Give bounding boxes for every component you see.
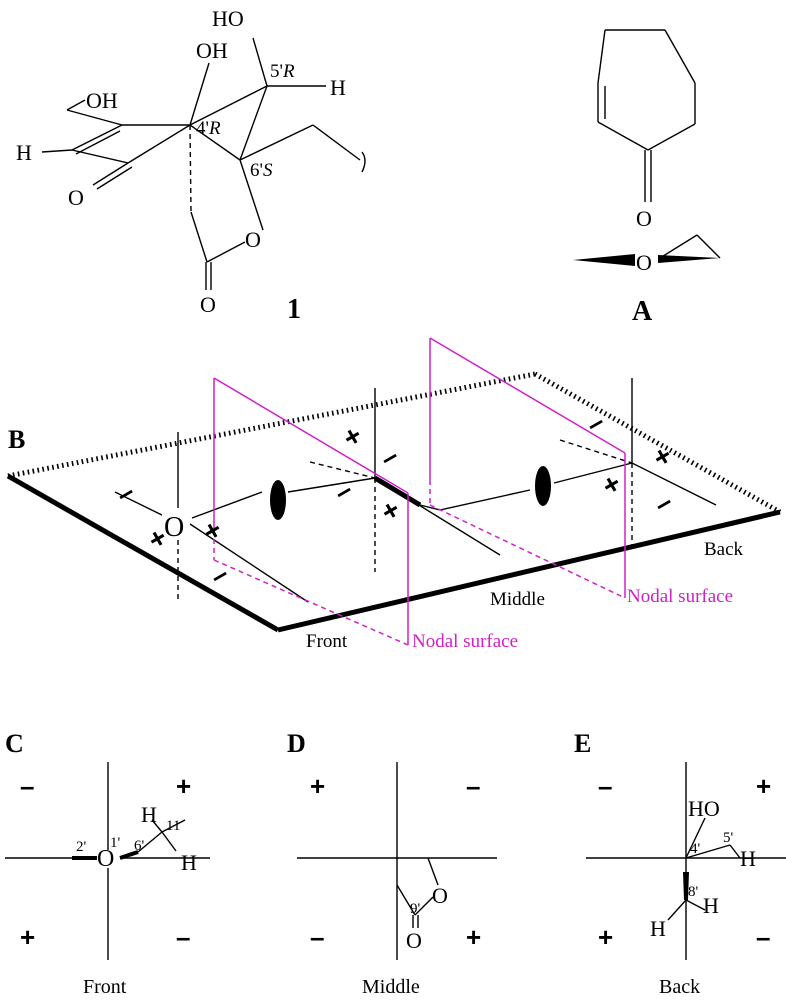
panel-d: D O O 9' + – – + Middle [287, 729, 497, 998]
locant-4: 4' [690, 841, 701, 857]
atom-h-bottom: H [181, 850, 197, 875]
orbital-lobe-back [535, 466, 551, 506]
compound-label-a: A [632, 296, 653, 327]
minus-sign: – [581, 405, 610, 440]
panel-e-bonds [667, 817, 741, 921]
plus-sign: + [338, 419, 368, 454]
panel-label-c: C [5, 729, 24, 758]
structure-a [597, 29, 721, 259]
locant-6: 6'S [250, 160, 273, 181]
minus-sign: – [176, 922, 190, 952]
minus-sign: – [310, 922, 324, 952]
atom-o: O [164, 512, 184, 543]
label-middle: Middle [490, 589, 545, 610]
atom-ho-top: HO [212, 6, 244, 31]
atom-h-right: H [330, 75, 346, 100]
plus-sign: + [310, 771, 325, 801]
panel-label-e: E [574, 729, 591, 758]
structure-1-atoms: HO OH OH H H O O O 5'R 4'R 6'S 1 [16, 6, 346, 325]
atom-h8a: H [703, 893, 719, 918]
plane-front-right-edge [277, 509, 781, 633]
panel-c-axes [5, 762, 210, 960]
panel-label-b: B [8, 425, 25, 454]
minus-sign: – [649, 485, 678, 520]
panel-c-bonds [72, 819, 186, 860]
panel-label-d: D [287, 729, 306, 758]
panel-b: B [6, 337, 782, 652]
minus-sign: – [598, 771, 612, 801]
plane-right-edge [533, 371, 782, 515]
locant-5: 5' [723, 830, 734, 846]
caption-middle: Middle [362, 976, 420, 998]
panel-d-axes [297, 762, 497, 960]
caption-front: Front [83, 976, 127, 998]
label-back: Back [704, 539, 744, 560]
axes-front [114, 432, 376, 603]
atom-o-ring: O [245, 227, 261, 252]
locant-5: 5'R [270, 61, 295, 82]
label-nodal-surface-2: Nodal surface [627, 586, 733, 607]
atom-o-lactone: O [200, 292, 216, 317]
minus-sign: – [205, 557, 234, 592]
atom-ho: HO [688, 796, 720, 821]
axes-middle [309, 388, 633, 572]
plus-sign: + [597, 467, 627, 502]
plus-sign: + [466, 922, 481, 952]
plus-sign: + [598, 922, 613, 952]
structure-a-atoms: O O A [632, 206, 653, 327]
atom-h5: H [740, 846, 756, 871]
orbital-lobe-front [270, 480, 286, 520]
caption-back: Back [659, 976, 700, 998]
atom-o-ketone: O [68, 185, 84, 210]
nodal-surface-1 [213, 377, 409, 646]
atom-oh-left: OH [86, 88, 118, 113]
plus-sign: + [648, 439, 678, 474]
locant-8: 8' [688, 884, 699, 900]
wedge-bond [658, 255, 720, 263]
atom-o-ether: O [636, 250, 652, 275]
locant-6: 6' [134, 838, 145, 854]
plane-back-edge [7, 371, 536, 479]
plus-sign: + [756, 771, 771, 801]
minus-sign: – [329, 473, 358, 508]
nodal-surface-2 [429, 337, 626, 599]
compound-label-1: 1 [287, 294, 301, 325]
wedge-bond [683, 872, 689, 900]
structure-1 [41, 37, 366, 290]
label-nodal-surface-1: Nodal surface [412, 631, 518, 652]
minus-sign: – [111, 475, 140, 510]
atom-o-carbonyl: O [636, 206, 652, 231]
atom-oh-mid: OH [196, 38, 228, 63]
locant-2: 2' [76, 839, 87, 855]
label-front: Front [306, 631, 348, 652]
panel-d-bonds [396, 857, 439, 928]
locant-9: 9' [410, 901, 421, 917]
minus-sign: – [20, 771, 34, 801]
atom-h-left: H [16, 140, 32, 165]
axes-back [559, 378, 717, 550]
atom-h-top: H [141, 802, 157, 827]
atom-h8b: H [650, 916, 666, 941]
plus-sign: + [20, 922, 35, 952]
atom-o-carbonyl: O [406, 928, 422, 953]
plus-sign: + [176, 771, 191, 801]
locant-11: 11 [166, 818, 180, 834]
o-atom-bg [162, 508, 190, 540]
locant-4: 4'R [196, 118, 221, 139]
plus-sign: + [376, 493, 406, 528]
panel-e: E HO 5' H 4' 8' H H – + + – Back [574, 729, 786, 998]
minus-sign: – [466, 771, 480, 801]
wedge-bond [573, 254, 635, 266]
panel-c: C O 2' 1' 6' 11 H H – + + – Front [5, 729, 210, 998]
minus-sign: – [756, 922, 770, 952]
minus-sign: – [375, 439, 404, 474]
locant-1: 1' [110, 835, 121, 851]
plus-sign: + [198, 513, 228, 548]
atom-o-ring: O [432, 883, 448, 908]
plane-front-left-edge [6, 473, 280, 633]
atom-o: O [97, 846, 114, 872]
